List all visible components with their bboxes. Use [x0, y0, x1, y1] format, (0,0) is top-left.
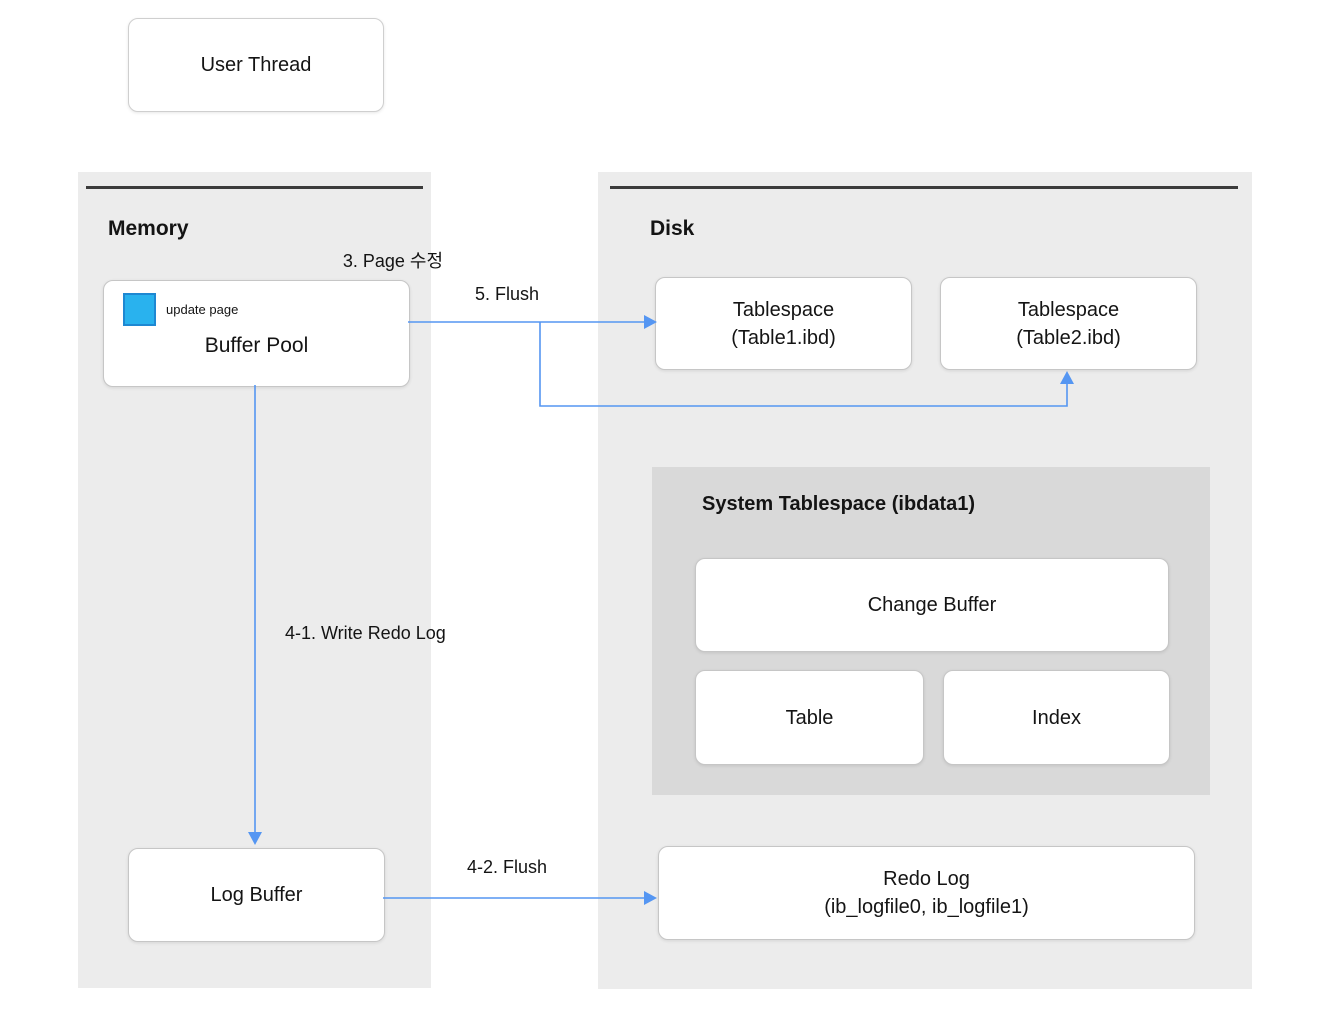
tablespace1-box: Tablespace (Table1.ibd)	[655, 277, 912, 370]
index-label: Index	[1032, 706, 1081, 729]
user-thread-label: User Thread	[200, 54, 312, 76]
write-redo-log-arrow-label: 4-1. Write Redo Log	[285, 623, 446, 643]
index-box: Index	[943, 670, 1170, 765]
disk-panel-title: Disk	[650, 217, 695, 240]
updated-page-icon	[123, 293, 156, 326]
redo-log-line1: Redo Log	[883, 868, 970, 890]
system-tablespace-title: System Tablespace (ibdata1)	[702, 493, 976, 515]
table-label: Table	[785, 706, 834, 729]
log-buffer-box: Log Buffer	[128, 848, 385, 942]
buffer-pool-box: update page Buffer Pool	[103, 280, 410, 387]
memory-panel-title: Memory	[108, 217, 189, 240]
redo-log-line2: (ib_logfile0, ib_logfile1)	[824, 896, 1029, 918]
log-buffer-label: Log Buffer	[210, 884, 303, 906]
disk-panel-rule	[610, 186, 1238, 189]
table-box: Table	[695, 670, 924, 765]
tablespace1-line2: (Table1.ibd)	[731, 326, 836, 349]
tablespace2-line2: (Table2.ibd)	[1016, 326, 1121, 349]
flush-arrow-label: 5. Flush	[475, 284, 540, 304]
memory-panel-rule	[86, 186, 423, 189]
tablespace2-line1: Tablespace	[1017, 298, 1120, 321]
buffer-pool-label: Buffer Pool	[204, 334, 309, 357]
page-edit-step-label: 3. Page 수정	[342, 251, 443, 271]
change-buffer-box: Change Buffer	[695, 558, 1169, 652]
tablespace2-box: Tablespace (Table2.ibd)	[940, 277, 1197, 370]
user-thread-box: User Thread	[128, 18, 384, 112]
flush-redo-arrow-label: 4-2. Flush	[467, 857, 548, 877]
redo-log-box: Redo Log (ib_logfile0, ib_logfile1)	[658, 846, 1195, 940]
update-page-tag: update page	[166, 302, 239, 317]
change-buffer-label: Change Buffer	[867, 594, 997, 616]
tablespace1-line1: Tablespace	[732, 298, 835, 321]
